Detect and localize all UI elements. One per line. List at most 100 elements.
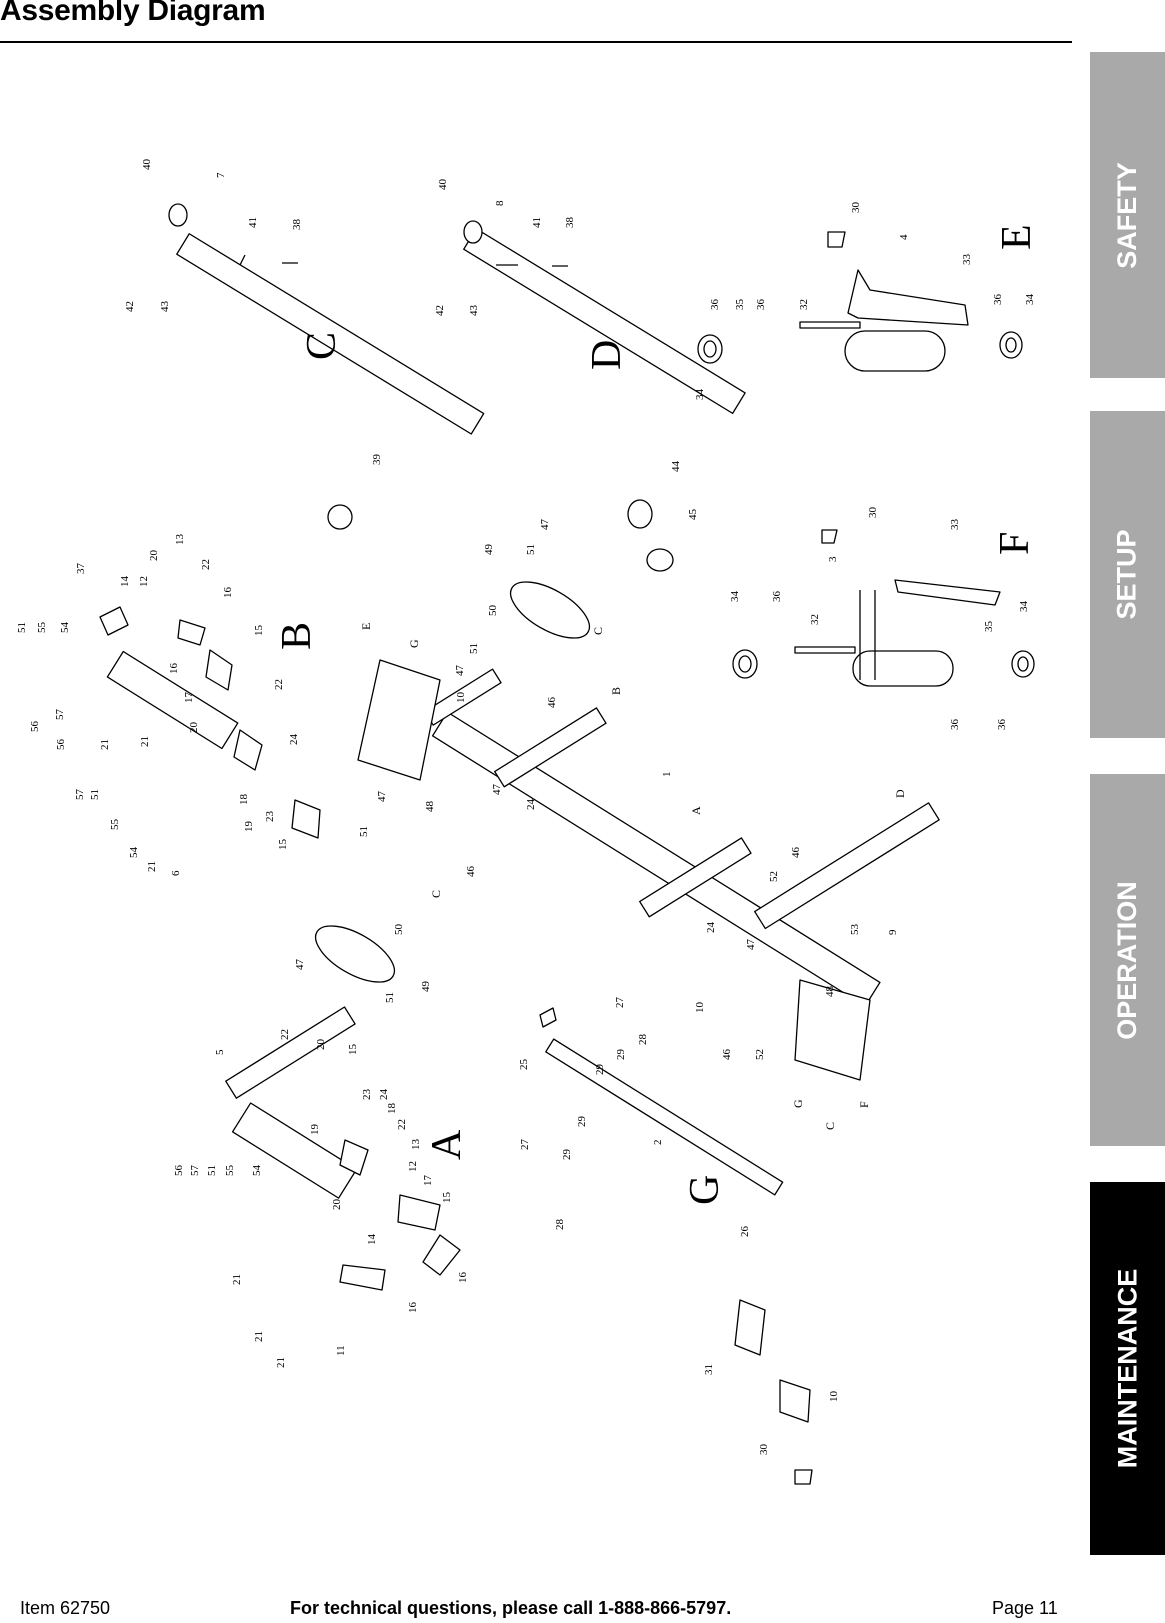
callout: 13 bbox=[410, 1139, 422, 1151]
callout: 29 bbox=[594, 1064, 606, 1076]
callout: 51 bbox=[89, 789, 101, 800]
callout: 14 bbox=[119, 576, 131, 588]
callout: 26 bbox=[739, 1226, 751, 1238]
block-g bbox=[779, 1379, 811, 1423]
callout: 18 bbox=[238, 794, 250, 806]
callout: 30 bbox=[758, 1444, 770, 1456]
callout: 18 bbox=[386, 1103, 398, 1115]
callout: 23 bbox=[264, 811, 276, 823]
callout: 19 bbox=[243, 821, 255, 833]
label-b: B bbox=[274, 622, 320, 650]
callout: 31 bbox=[703, 1364, 715, 1375]
callout: 57 bbox=[54, 709, 66, 721]
pad-e bbox=[847, 269, 969, 326]
label-e: E bbox=[994, 224, 1040, 250]
knob-44 bbox=[627, 499, 653, 529]
callout: 15 bbox=[441, 1192, 453, 1204]
callout: 55 bbox=[224, 1165, 236, 1177]
callout: 22 bbox=[200, 559, 212, 570]
callout: 10 bbox=[828, 1391, 840, 1403]
callout: 24 bbox=[288, 734, 300, 746]
callout: 12 bbox=[138, 576, 150, 587]
tab-operation-label: OPERATION bbox=[1112, 880, 1143, 1040]
callout: 5 bbox=[214, 1049, 226, 1055]
callout: 34 bbox=[1024, 294, 1036, 306]
callout: 12 bbox=[407, 1161, 419, 1172]
callout: 36 bbox=[992, 294, 1004, 306]
callout: 24 bbox=[378, 1089, 390, 1101]
callout: 48 bbox=[824, 986, 836, 998]
callout: 20 bbox=[188, 722, 200, 734]
callout: 41 bbox=[247, 217, 259, 228]
callout: 46 bbox=[721, 1049, 733, 1061]
label-a: A bbox=[424, 1129, 470, 1160]
shaft-e bbox=[799, 321, 861, 329]
callout: 51 bbox=[358, 826, 370, 837]
callout: 50 bbox=[393, 924, 405, 936]
label-f: F bbox=[992, 532, 1038, 555]
callout: 30 bbox=[850, 202, 862, 214]
callout: 21 bbox=[231, 1274, 243, 1285]
callout: 47 bbox=[376, 791, 388, 803]
callout: 16 bbox=[222, 587, 234, 599]
callout: 51 bbox=[16, 622, 28, 633]
callout: 55 bbox=[109, 819, 121, 831]
callout: 56 bbox=[173, 1165, 185, 1177]
callout: 34 bbox=[694, 389, 706, 401]
callout: 16 bbox=[168, 663, 180, 675]
callout: 39 bbox=[371, 454, 383, 466]
callout: 46 bbox=[465, 866, 477, 878]
beam-g bbox=[545, 1038, 784, 1196]
bracket-b bbox=[106, 650, 239, 750]
callout: 36 bbox=[771, 591, 783, 603]
callout: 40 bbox=[141, 159, 153, 171]
callout: 47 bbox=[491, 784, 503, 796]
callout: 36 bbox=[996, 719, 1008, 731]
callout: 29 bbox=[615, 1049, 627, 1061]
tube-c bbox=[176, 233, 485, 435]
callout: 20 bbox=[331, 1199, 343, 1211]
callout: 10 bbox=[455, 692, 467, 704]
callout: 11 bbox=[335, 1345, 347, 1356]
tab-safety-label: SAFETY bbox=[1112, 161, 1143, 269]
callout: 17 bbox=[183, 692, 195, 704]
callout: 9 bbox=[887, 929, 899, 935]
callout: 24 bbox=[525, 799, 537, 811]
tab-setup[interactable]: SETUP bbox=[1090, 411, 1165, 738]
plate-a bbox=[231, 1102, 358, 1199]
connector-f: F bbox=[857, 1101, 871, 1108]
roller-e bbox=[844, 330, 946, 372]
tab-safety[interactable]: SAFETY bbox=[1090, 52, 1165, 378]
callout: 51 bbox=[525, 544, 537, 555]
label-g: G bbox=[682, 1175, 728, 1205]
callout: 45 bbox=[687, 509, 699, 521]
tab-maintenance[interactable]: MAINTENANCE bbox=[1090, 1182, 1165, 1555]
callout: 29 bbox=[576, 1116, 588, 1128]
callout: 34 bbox=[729, 591, 741, 603]
tube-d bbox=[463, 228, 746, 415]
callout: 15 bbox=[277, 839, 289, 851]
callout: 14 bbox=[366, 1234, 378, 1246]
seat-bracket-f bbox=[794, 979, 871, 1081]
callout: 32 bbox=[798, 299, 810, 310]
front-post-d bbox=[754, 802, 940, 930]
connector-g: G bbox=[407, 639, 421, 648]
callout: 23 bbox=[361, 1089, 373, 1101]
callout: 15 bbox=[347, 1044, 359, 1056]
callout: 17 bbox=[422, 1175, 434, 1187]
tab-operation[interactable]: OPERATION bbox=[1090, 774, 1165, 1146]
callout: 52 bbox=[754, 1049, 766, 1060]
callout: 20 bbox=[315, 1039, 327, 1051]
pad-11 bbox=[339, 1264, 386, 1291]
callout: 55 bbox=[36, 622, 48, 634]
wheel-left bbox=[314, 925, 396, 983]
callout: 46 bbox=[790, 847, 802, 859]
footer-page-number: Page 11 bbox=[992, 1598, 1058, 1618]
callout: 43 bbox=[159, 301, 171, 313]
footer-support-text: For technical questions, please call 1-8… bbox=[290, 1598, 732, 1618]
callout: 44 bbox=[670, 461, 682, 473]
callout: 53 bbox=[849, 924, 861, 936]
callout: 21 bbox=[253, 1331, 265, 1342]
callout: 15 bbox=[253, 625, 265, 637]
callout: 22 bbox=[396, 1119, 408, 1130]
